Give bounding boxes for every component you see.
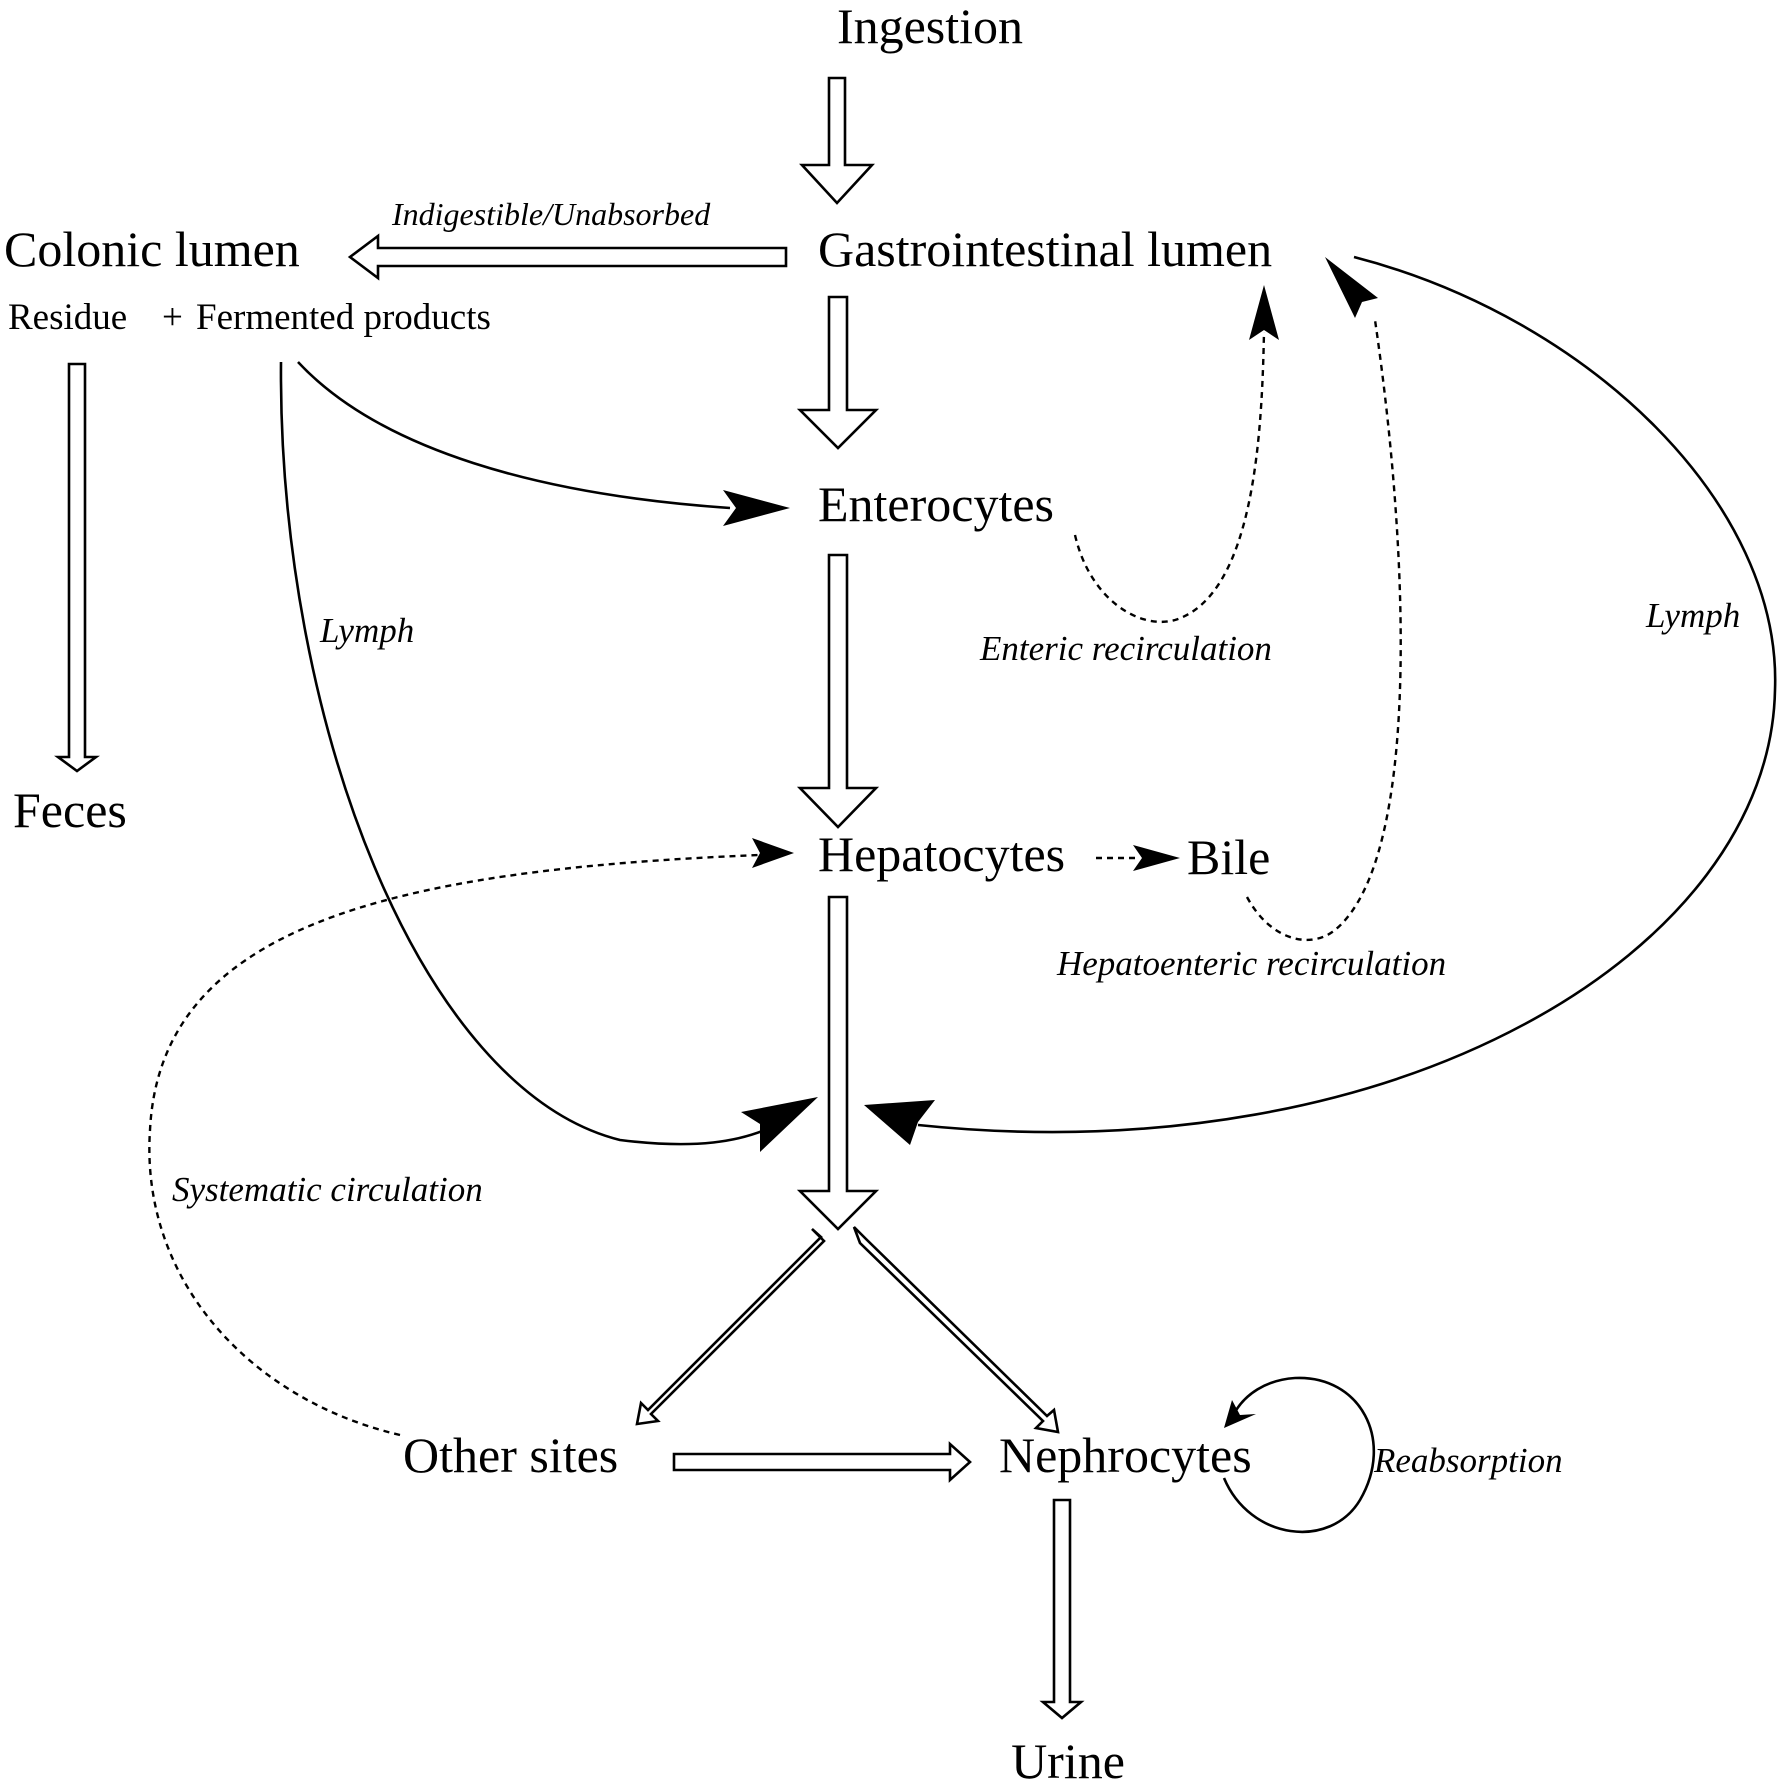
arrow-other-sites-to-nephrocytes: [672, 1441, 972, 1483]
node-feces: Feces: [13, 782, 127, 838]
arrow-fermented-to-enterocytes: [297, 361, 731, 510]
node-hepatocytes: Hepatocytes: [818, 826, 1065, 882]
arrowhead-enteric: [1249, 285, 1279, 340]
label-hepatoenteric-recirculation: Hepatoenteric recirculation: [1056, 944, 1446, 983]
label-systematic-circulation: Systematic circulation: [172, 1170, 483, 1209]
node-enterocytes: Enterocytes: [818, 476, 1054, 532]
arrowhead-lymph-right: [864, 1100, 935, 1145]
arrow-ingestion-to-gi-lumen: [799, 76, 875, 205]
arrowhead-enterocytes: [723, 490, 790, 526]
arrow-lymph-left: [279, 361, 766, 1146]
arrow-enterocytes-to-hepatocytes: [796, 553, 880, 829]
node-nephrocytes: Nephrocytes: [999, 1427, 1252, 1483]
node-colonic-lumen: Colonic lumen: [4, 221, 300, 277]
label-indigestible-unabsorbed: Indigestible/Unabsorbed: [391, 196, 711, 232]
label-lymph-right: Lymph: [1645, 596, 1740, 635]
label-enteric-recirculation: Enteric recirculation: [979, 629, 1272, 668]
arrow-lymph-right: [917, 255, 1777, 1134]
node-bile: Bile: [1187, 829, 1270, 885]
arrow-gi-lumen-to-enterocytes: [796, 295, 880, 450]
arrowhead-lymph-left: [741, 1097, 818, 1152]
arrowhead-hepatocytes: [752, 838, 794, 868]
arrow-split-to-nephrocytes: [852, 1226, 1060, 1434]
plus-sign: +: [162, 297, 183, 338]
arrow-residue-to-feces: [54, 362, 100, 773]
arrow-nephrocytes-to-urine: [1039, 1498, 1085, 1720]
node-ingestion: Ingestion: [837, 0, 1023, 54]
node-gastrointestinal-lumen: Gastrointestinal lumen: [818, 221, 1272, 277]
arrowhead-bile: [1133, 845, 1180, 871]
arrowhead-hepatoenteric: [1325, 257, 1378, 318]
arrowhead-reabsorption: [1224, 1400, 1256, 1428]
arrow-split-to-other-sites: [635, 1228, 826, 1426]
arrow-hepatoenteric-recirculation: [1245, 319, 1402, 942]
arrow-systematic-circulation: [148, 853, 761, 1437]
node-residue: Residue: [8, 297, 127, 338]
arrow-reabsorption-loop: [1222, 1376, 1376, 1534]
node-urine: Urine: [1011, 1733, 1125, 1785]
arrow-hepatocytes-to-circulation: [796, 895, 880, 1231]
arrow-enteric-recirculation: [1073, 331, 1266, 623]
arrow-gi-lumen-to-colonic-lumen: [347, 233, 788, 281]
node-other-sites: Other sites: [403, 1427, 618, 1483]
label-reabsorption: Reabsorption: [1373, 1441, 1563, 1480]
node-fermented-products: Fermented products: [196, 297, 491, 338]
label-lymph-left: Lymph: [319, 611, 414, 650]
